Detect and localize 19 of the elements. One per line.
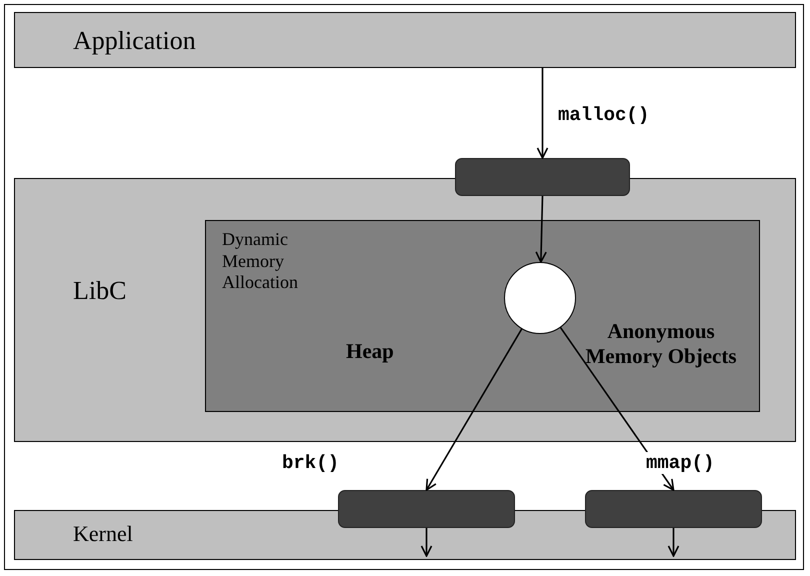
connector-bar <box>585 490 762 528</box>
edge-label: malloc() <box>558 104 650 126</box>
region-label: Heap <box>346 339 395 364</box>
region-box <box>205 220 760 412</box>
band-label: Application <box>73 25 197 56</box>
band-label: Kernel <box>73 521 134 548</box>
arrow <box>536 68 548 159</box>
arrow <box>420 528 432 557</box>
edge-label: mmap() <box>646 452 714 474</box>
region-label: Anonymous Memory Objects <box>584 319 738 370</box>
connector-bar <box>455 158 630 196</box>
band-label: LibC <box>73 275 128 306</box>
layer-band <box>14 178 796 442</box>
arrow <box>535 196 547 263</box>
arrow <box>426 328 522 491</box>
arrow <box>668 528 680 557</box>
layer-band <box>14 12 796 68</box>
region-title: Dynamic Memory Allocation <box>222 229 299 294</box>
connector-bar <box>338 490 515 528</box>
